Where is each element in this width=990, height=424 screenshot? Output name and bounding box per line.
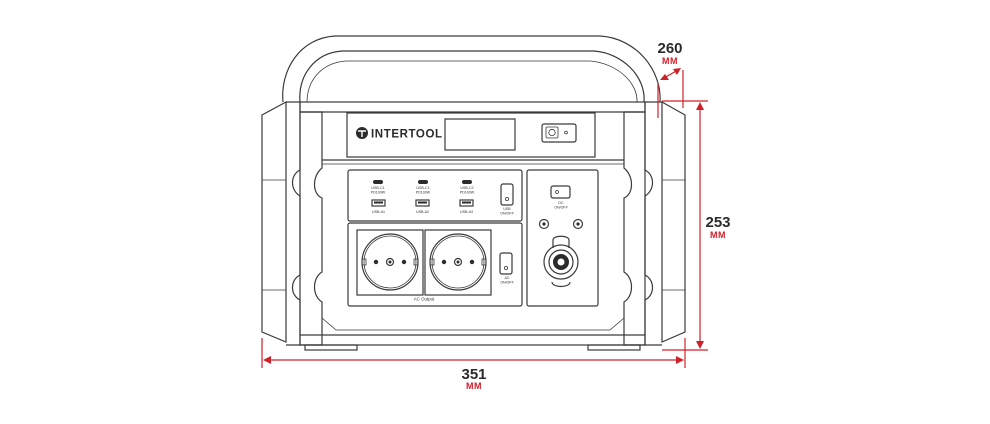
dc-port bbox=[538, 218, 550, 230]
width-dimension: 351 MM bbox=[261, 338, 686, 391]
power-button[interactable] bbox=[541, 123, 577, 143]
height-value: 253 bbox=[705, 214, 730, 231]
width-unit: MM bbox=[466, 381, 482, 391]
ac-switch-label-2: ON/OFF bbox=[500, 281, 514, 285]
usb-a2-label: USB-A2 bbox=[416, 210, 429, 214]
ac-output-label: AC Output bbox=[414, 297, 435, 302]
dc-switch-label-2: ON/OFF bbox=[554, 206, 568, 210]
usb-switch-label-1: USB bbox=[503, 207, 511, 211]
top-panel: INTERTOOL bbox=[346, 112, 596, 158]
brand-logo-icon bbox=[356, 127, 368, 139]
car-socket bbox=[543, 235, 579, 288]
usb-c-port bbox=[373, 180, 383, 184]
usb-c2-power: PD100W bbox=[416, 191, 431, 195]
usb-a-port bbox=[371, 199, 386, 207]
usb-c1-label: USB-C1 bbox=[371, 186, 384, 190]
dc-port bbox=[572, 218, 584, 230]
depth-value: 260 bbox=[657, 40, 682, 57]
lcd-display bbox=[444, 118, 516, 151]
brand-name: INTERTOOL bbox=[371, 129, 443, 141]
ac-panel: AC Output AC ON/OFF bbox=[347, 222, 523, 307]
usb-c1-power: PD100W bbox=[371, 191, 386, 195]
ac-socket bbox=[424, 229, 492, 296]
carry-handle bbox=[282, 35, 661, 103]
usb-c3-label: USB-C2 bbox=[460, 186, 473, 190]
ac-switch[interactable] bbox=[499, 252, 513, 275]
power-icon bbox=[548, 128, 556, 137]
usb-a1-label: USB-A1 bbox=[372, 210, 385, 214]
width-value: 351 bbox=[461, 366, 486, 383]
usb-a-port bbox=[459, 199, 474, 207]
left-foot bbox=[304, 344, 358, 351]
depth-dimension: 260 MM bbox=[657, 40, 684, 118]
usb-c3-power: PD100W bbox=[460, 191, 475, 195]
usb-a-port bbox=[415, 199, 430, 207]
usb-c2-label: USB-C1 bbox=[416, 186, 429, 190]
usb-switch[interactable] bbox=[500, 183, 514, 206]
right-foot bbox=[587, 344, 641, 351]
ac-switch-label-1: AC bbox=[505, 276, 510, 280]
usb-c-port bbox=[462, 180, 472, 184]
dc-panel: DC ON/OFF bbox=[526, 169, 599, 307]
dc-switch-label-1: DC bbox=[558, 201, 564, 205]
usb-switch-label-2: ON/OFF bbox=[500, 212, 514, 216]
depth-unit: MM bbox=[662, 56, 678, 66]
height-dimension: 253 MM bbox=[662, 100, 731, 351]
usb-a3-label: USB-A3 bbox=[460, 210, 473, 214]
height-unit: MM bbox=[710, 230, 726, 240]
right-bumper bbox=[623, 100, 686, 346]
dc-switch[interactable] bbox=[550, 185, 571, 199]
usb-c-port bbox=[418, 180, 428, 184]
usb-panel: USB-C1 PD100W USB-C1 PD100W USB-C2 PD100… bbox=[347, 169, 523, 222]
ac-socket bbox=[356, 229, 424, 296]
left-bumper bbox=[261, 100, 323, 346]
main-body bbox=[299, 101, 646, 351]
